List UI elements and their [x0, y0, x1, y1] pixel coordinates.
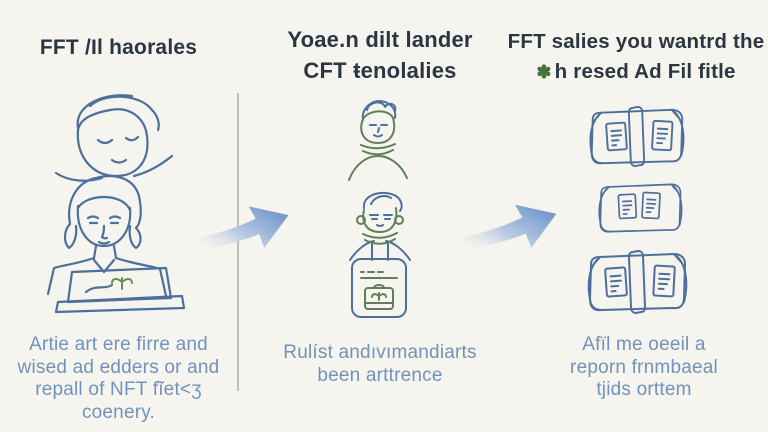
- caption-line: Artie art ere firre and: [29, 334, 208, 355]
- caption-line: been arttrence: [317, 364, 443, 386]
- panel1-heading: FFT /Il haorales: [0, 34, 237, 62]
- scroll-bundle-icon: [578, 250, 696, 314]
- caption-line: reporn frnmbaeal: [570, 356, 718, 378]
- caption-line: tjids orttem: [596, 379, 692, 400]
- scroll-bundle-icon: [580, 106, 693, 167]
- panel2-heading-line: CFT ŧenolalies: [303, 58, 457, 83]
- caption-line: wised ad edders or and: [17, 356, 220, 378]
- sprout-icon: [111, 277, 133, 290]
- panel-divider-line: [237, 93, 239, 391]
- person-smiling-sketch-icon: [50, 88, 190, 183]
- flow-arrow-icon: [452, 184, 560, 258]
- panel3-caption: Afïl me oeeil a reporn frnmbaeal tjids o…: [515, 334, 768, 402]
- flower-icon: ✽: [536, 62, 552, 82]
- caption-line: Rulíst andıvımandiarts: [283, 342, 477, 363]
- panel3-heading-line: ✽h resed Ad Fil fitle: [536, 60, 736, 83]
- caption-line: repall of NFT fĩet<ʒ: [35, 379, 202, 400]
- caption-line: Afïl me oeeil a: [582, 334, 706, 355]
- panel1-heading-line: FFT /Il haorales: [39, 36, 198, 59]
- caption-line: coenery.: [81, 401, 156, 423]
- flow-arrow-icon: [188, 186, 292, 258]
- panel3-heading-line: FFT salies you wantrd the: [507, 30, 765, 53]
- panel2-heading: Yoae.n dilt lander CFT ŧenolalies: [250, 24, 510, 86]
- panel1-caption: Artie art ere firre and wised ad edders …: [0, 334, 237, 424]
- man-collar-sketch-icon: [346, 190, 414, 262]
- bag-card-sketch-icon: [350, 257, 408, 319]
- panel3-heading: FFT salies you wantrd the ✽h resed Ad Fi…: [505, 27, 767, 87]
- panel2-caption: Rulíst andıvımandiarts been arttrence: [252, 342, 508, 387]
- scroll-bundle-icon: [590, 181, 690, 235]
- woman-bun-sketch-icon: [345, 98, 413, 182]
- panel2-heading-line: Yoae.n dilt lander: [287, 27, 473, 52]
- woman-at-desk-sketch-icon: [30, 170, 210, 320]
